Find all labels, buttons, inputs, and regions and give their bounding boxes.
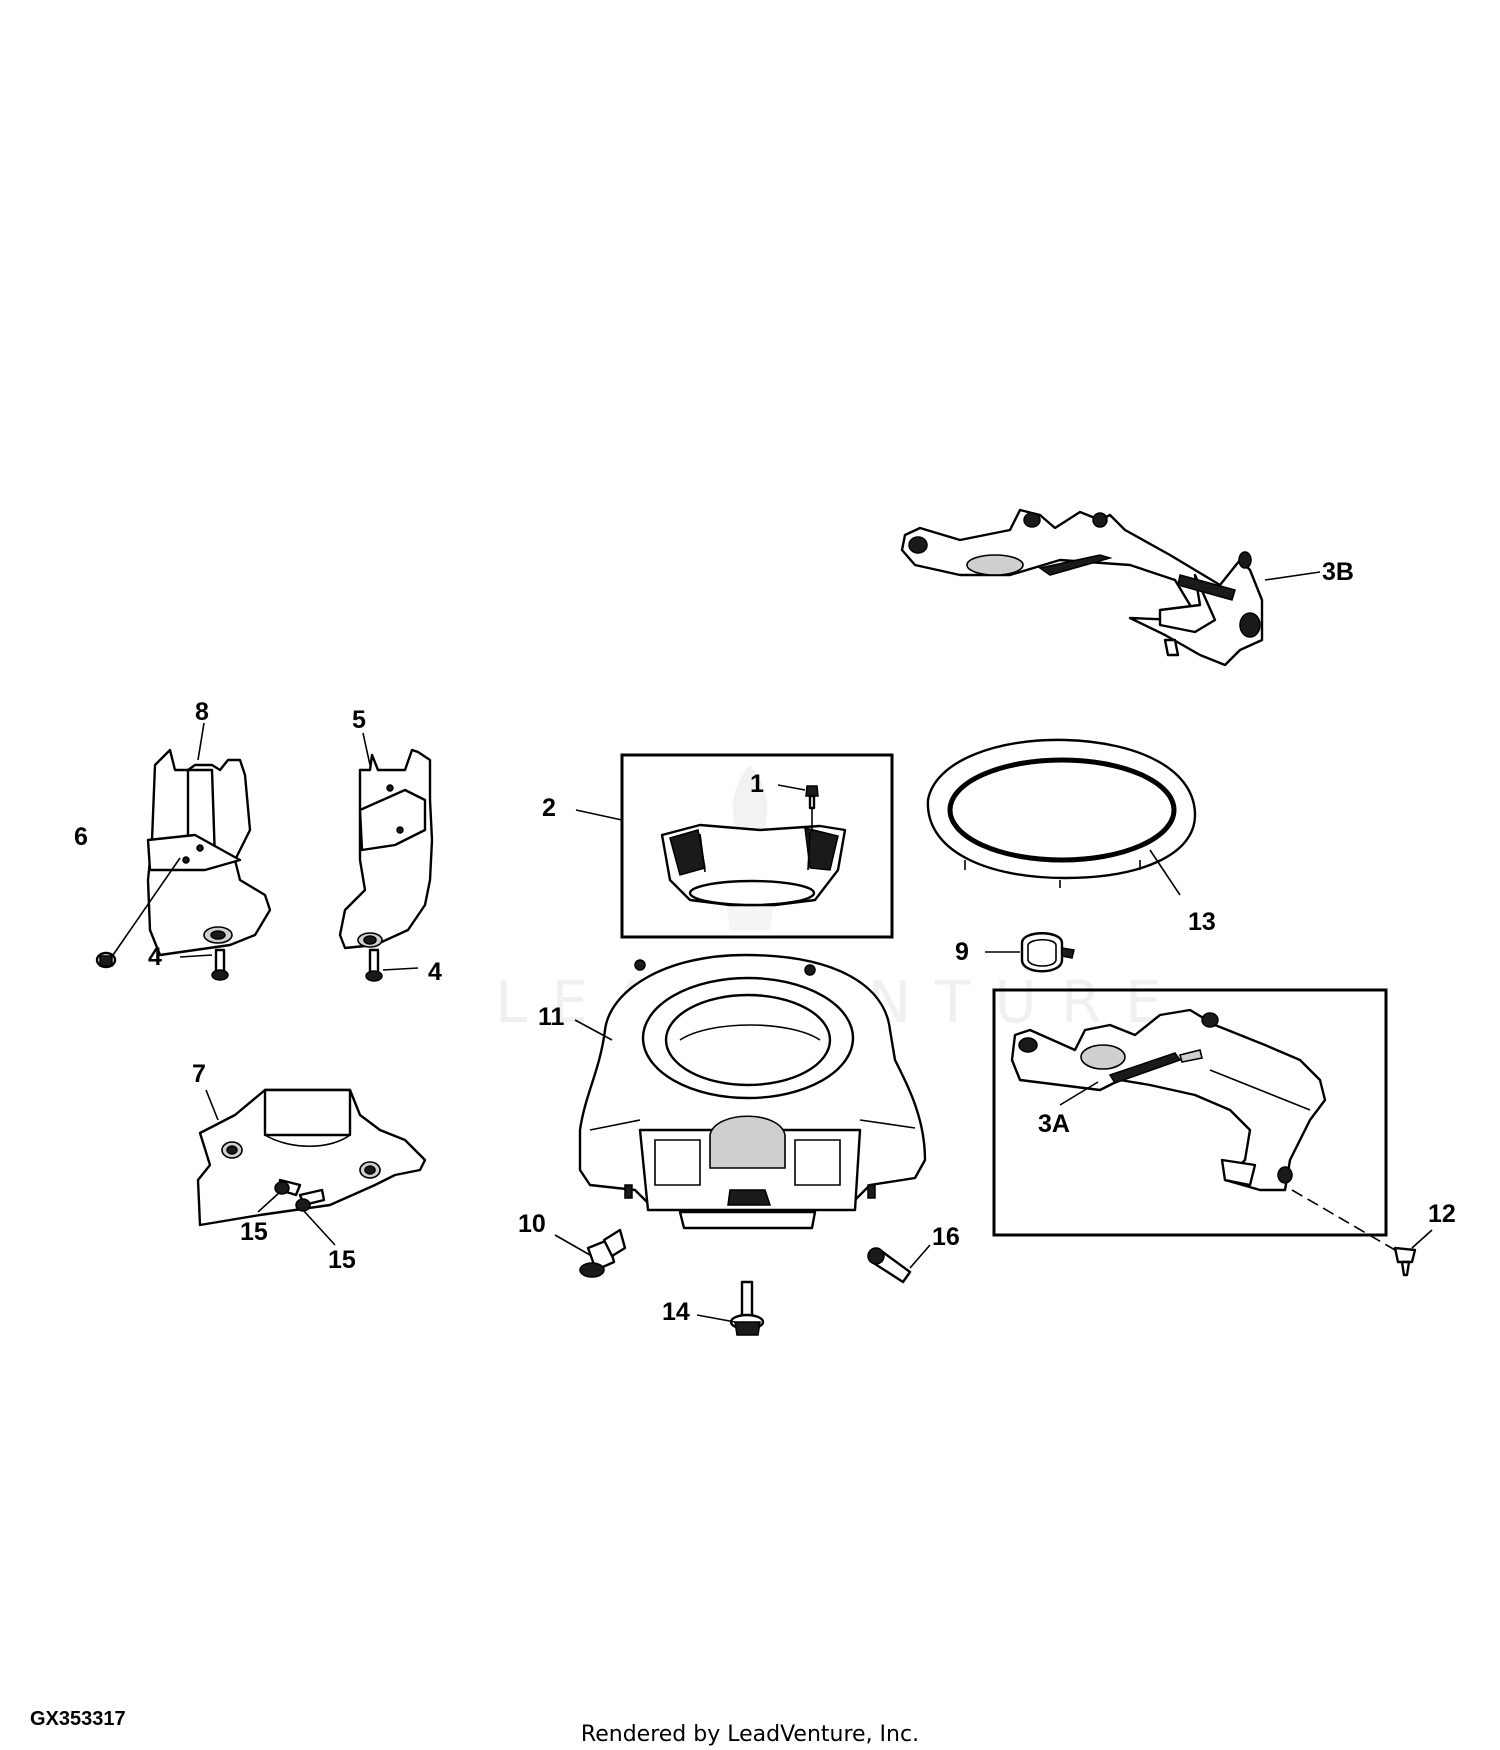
- callout-13: 13: [1188, 908, 1216, 936]
- callout-6: 6: [74, 823, 88, 851]
- part-12-screw: [1393, 1246, 1417, 1277]
- part-8-cylinder-baffle: [146, 748, 272, 957]
- render-credit: Rendered by LeadVenture, Inc.: [580, 1722, 920, 1747]
- callout-15-right: 15: [328, 1246, 356, 1274]
- part-11-blower-housing: [578, 953, 927, 1230]
- part-15-screw-b: [295, 1188, 326, 1212]
- part-6-screw: [95, 951, 117, 969]
- callout-1: 1: [750, 770, 764, 798]
- callout-14: 14: [662, 1298, 690, 1326]
- part-4-screw-right: [365, 948, 383, 982]
- callout-5: 5: [352, 706, 366, 734]
- callout-4-left: 4: [148, 943, 162, 971]
- part-2-grille-assembly: [660, 823, 847, 907]
- part-3b-blower-housing-bracket: [900, 508, 1264, 667]
- callout-11: 11: [538, 1003, 565, 1031]
- callout-16: 16: [932, 1223, 960, 1251]
- callout-12: 12: [1428, 1200, 1456, 1228]
- part-1-screw: [805, 785, 819, 810]
- callout-9: 9: [955, 938, 969, 966]
- callout-7: 7: [192, 1060, 206, 1088]
- kit-3a-box: [992, 988, 1388, 1237]
- callout-3b: 3B: [1322, 558, 1354, 586]
- part-7-lower-baffle: [196, 1088, 427, 1227]
- part-16-bolt: [867, 1247, 912, 1284]
- part-3a-blower-housing-bracket: [1010, 1008, 1327, 1192]
- part-14-flange-bolt: [729, 1280, 765, 1336]
- callout-2: 2: [542, 794, 556, 822]
- part-9-clip: [1020, 932, 1075, 973]
- part-13-screen-ring: [926, 738, 1197, 888]
- part-5-cylinder-baffle: [338, 748, 434, 950]
- part-15-screw-a: [274, 1178, 302, 1197]
- diagram-code: GX353317: [30, 1708, 126, 1730]
- callout-8: 8: [195, 698, 209, 726]
- part-4-screw-left: [211, 948, 229, 981]
- callout-3a: 3A: [1038, 1110, 1070, 1138]
- part-10-flange-bolt: [579, 1228, 627, 1278]
- callout-10: 10: [518, 1210, 546, 1238]
- callout-15-left: 15: [240, 1218, 268, 1246]
- kit-2-box: [620, 753, 894, 939]
- callout-4-right: 4: [428, 958, 442, 986]
